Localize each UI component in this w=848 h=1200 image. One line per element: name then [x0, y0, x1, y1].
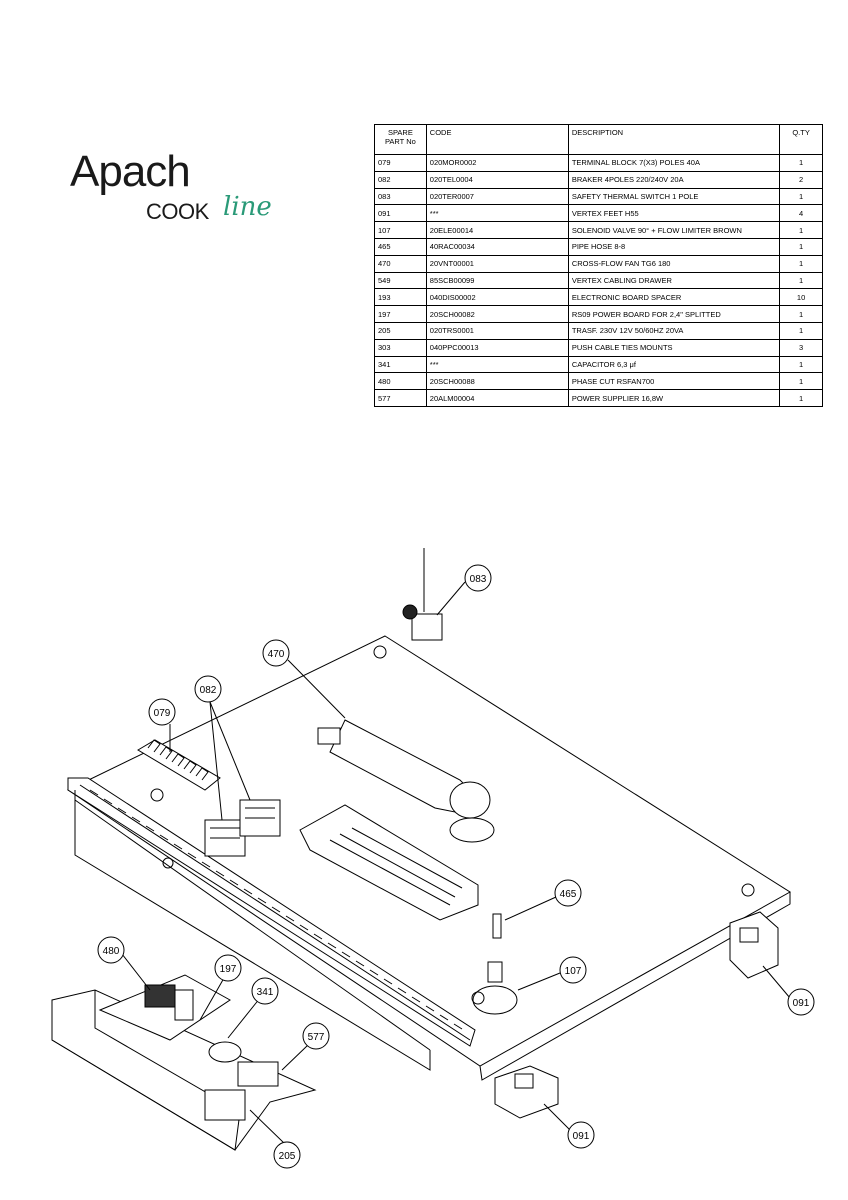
callout-577: [302, 1022, 330, 1050]
callout-label-197: 197: [220, 964, 237, 975]
callout-091a: [787, 988, 815, 1016]
callout-label-341: 341: [257, 987, 274, 998]
cell-qty: 4: [779, 204, 823, 223]
front-rail: [67, 777, 476, 1047]
brand-logo: Apach COOK line: [70, 147, 272, 230]
callout-341: [251, 977, 279, 1005]
callout-083: [464, 564, 492, 592]
callout-label-083: 083: [470, 574, 487, 585]
cell-spare: 577: [374, 389, 427, 407]
callout-465: [554, 879, 582, 907]
callout-label-577: 577: [308, 1032, 325, 1043]
header-qty: Q.TY: [779, 124, 823, 155]
callout-label-205: 205: [279, 1151, 296, 1162]
callout-label-082: 082: [200, 685, 217, 696]
table-header-row: SPARE PART No CODE DESCRIPTION Q.TY: [374, 124, 823, 155]
callout-label-091b: 091: [573, 1131, 590, 1142]
cell-description: POWER SUPPLIER 16,8W: [567, 389, 781, 407]
callout-480: [97, 936, 125, 964]
logo-line-text: line: [223, 192, 272, 222]
header-code: CODE: [425, 124, 569, 155]
cell-code: 20ALM00004: [425, 389, 569, 407]
callout-label-480: 480: [103, 946, 120, 957]
callout-label-107: 107: [565, 966, 582, 977]
callout-197: [214, 954, 242, 982]
callout-205: [273, 1141, 301, 1169]
callout-470: [262, 639, 290, 667]
callout-079: [148, 698, 176, 726]
callout-label-079: 079: [154, 708, 171, 719]
callout-label-091a: 091: [793, 998, 810, 1009]
callout-091b: [567, 1121, 595, 1149]
header-description: DESCRIPTION: [567, 124, 781, 155]
cell-qty: 1: [779, 389, 823, 407]
callout-label-470: 470: [268, 649, 285, 660]
callout-label-465: 465: [560, 889, 577, 900]
callout-082: [194, 675, 222, 703]
logo-brand-text: Apach: [70, 147, 191, 196]
callout-107: [559, 956, 587, 984]
logo-cook-text: COOK: [146, 199, 209, 224]
header-spare: SPARE PART No: [374, 124, 427, 155]
